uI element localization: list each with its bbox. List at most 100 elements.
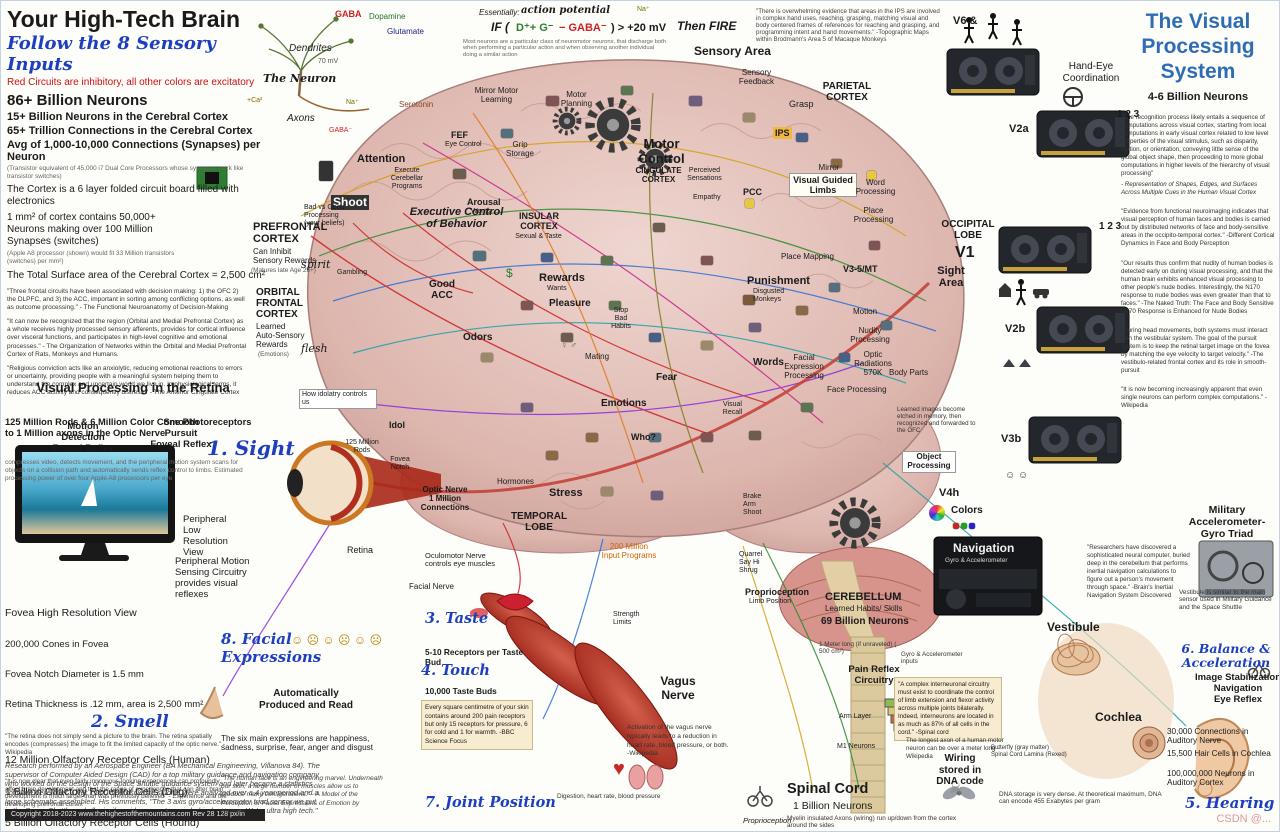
cortex-fact-2: 1 mm² of cortex contains 50,000+ Neurons…: [7, 212, 156, 248]
nose-icon: [199, 686, 224, 719]
military-gyro-label: Military Accelerometer- Gyro Triad: [1188, 504, 1266, 541]
faces-bodies-quote: "Evidence from functional neuroimaging i…: [1121, 208, 1275, 248]
joint-position-title: 7. Joint Position: [425, 794, 556, 811]
gray-matter-butterfly-graphic: [942, 786, 976, 800]
athlete-icon: [1011, 18, 1023, 46]
smell-title: 2. Smell: [91, 712, 169, 733]
navigation-quote: "Researchers have discovered a sophistic…: [1087, 544, 1190, 600]
touch-title: 4. Touch: [421, 662, 490, 680]
research-footer: Research performed by an Aerospace Engin…: [5, 761, 320, 816]
vestibule-note: Vestibule is similar to the main sensor …: [1179, 589, 1272, 611]
dna-note: DNA storage is very dense. At theoretica…: [999, 791, 1162, 806]
pain-reflex-label: Pain Reflex Circuitry: [848, 664, 900, 686]
athlete-icon: [987, 12, 999, 40]
facial-title: 8. Facial Expressions: [221, 630, 322, 666]
religion-quote: "Religious conviction acts like an anxio…: [7, 364, 243, 397]
neurons-total: 86+ Billion Neurons: [7, 92, 148, 109]
retina-title: Visual Processing in the Retina: [36, 380, 230, 396]
taste-fact-2: 10,000 Taste Buds: [425, 685, 497, 696]
orbital-quote: "It can now be recognized that the regio…: [7, 318, 247, 358]
poster-subtitle: Follow the 8 Sensory Inputs: [7, 33, 216, 75]
recognition-quote: "The recognition process likely entails …: [1121, 113, 1270, 177]
experience-quote: "It is now clear that even fairly innocu…: [5, 777, 227, 809]
processor-chip-graphic: [196, 166, 228, 190]
steering-wheel-icon: [1063, 87, 1083, 107]
nudity-quote: "Our results thus confirm that nudity of…: [1121, 259, 1274, 315]
retina-thickness-label: Retina Thickness is .12 mm, area is 2,50…: [5, 699, 204, 711]
facial-sub: Automatically Produced and Read: [259, 688, 353, 711]
stat-cortex-neurons: 15+ Billion Neurons in the Cerebral Cort…: [7, 111, 228, 123]
hearing-fact-1: 30,000 Connections in Auditory Nerve: [1167, 727, 1249, 746]
bicycle-icon: [1247, 660, 1271, 679]
smooth-pursuit-label: Smooth Pursuit Foveal Reflex: [150, 417, 212, 450]
facial-expressions-section: 8. Facial Expressions Automatically Prod…: [221, 613, 391, 831]
decision-quote: "Three frontal circuits have been associ…: [7, 287, 245, 311]
spinal-cord-title: Spinal Cord: [787, 781, 869, 797]
cortex-fact-3: The Total Surface area of the Cerebral C…: [7, 269, 266, 281]
retina-quote: "The retina does not simply send a pictu…: [5, 732, 225, 756]
m1-neurons-label: M1 Neurons: [837, 743, 876, 750]
gpu-card: [1028, 416, 1122, 464]
fovea-section: Fovea High Resolution View 200,000 Cones…: [5, 589, 230, 828]
myelin-note: Myelin insulated Axons (wiring) run up/d…: [787, 815, 957, 830]
vagus-quote: Activation of the vagus nerve typically …: [627, 724, 729, 758]
color-wheel-icon: [929, 505, 945, 521]
sight-title: 1. Sight: [207, 436, 295, 460]
monitor-graphic: [15, 445, 175, 561]
eye-graphic: [287, 440, 441, 526]
spinal-cord-neurons: 1 Billion Neurons: [793, 800, 873, 812]
spine-graphic: [850, 636, 886, 814]
pain-quote: "A complex interneuronal circuitry must …: [894, 677, 1002, 742]
taste-fact-1: 5-10 Receptors per Taste Bud: [425, 647, 524, 667]
vestibular-graphic: [1038, 623, 1174, 779]
muscle-graphic: [480, 592, 678, 770]
retina-section: Visual Processing in the Retina 125 Mill…: [5, 363, 261, 501]
fovea-cones-label: 200,000 Cones in Fovea: [5, 638, 109, 650]
ear-icon: [1194, 718, 1250, 799]
fovea-view-label: Fovea High Resolution View: [5, 607, 137, 620]
watermark: CSDN @...: [1216, 813, 1271, 825]
gpu-card: [1036, 110, 1130, 158]
stat-synapses: Avg of 1,000-10,000 Connections (Synapse…: [7, 139, 261, 163]
single-neuron-quote: "It is now becoming increasingly apparen…: [1121, 386, 1267, 410]
gpu-card: [998, 226, 1092, 274]
lungs-icon: [628, 764, 664, 790]
taste-title: 3. Taste: [425, 610, 489, 628]
vestibular-quote: "During head movements, both systems mus…: [1121, 326, 1270, 375]
hearing-fact-2: 15,500 Hair Cells in Cochlea: [1167, 749, 1271, 758]
taste-section: 3. Taste 5-10 Receptors per Taste Bud 10…: [425, 593, 539, 715]
bicycle-icon: [747, 786, 773, 807]
right-neurons: 4-6 Billion Neurons: [1147, 90, 1249, 103]
peripheral-circuitry-label: Peripheral Motion Sensing Circuitry prov…: [175, 556, 250, 600]
image-stabilization-label: Image Stabilization Navigation Eye Refle…: [1194, 672, 1280, 705]
balance-title: 6. Balance & Acceleration: [1181, 641, 1271, 671]
arm-layer-label: Arm Layer: [839, 713, 872, 720]
left-column: Your High-Tech Brain Follow the 8 Sensor…: [7, 6, 267, 397]
cochlea-label: Cochlea: [1095, 710, 1142, 724]
right-column: The Visual Processing System 4-6 Billion…: [1121, 9, 1275, 411]
smell-fact-human: 12 Million Olfactory Receptor Cells (Hum…: [5, 754, 210, 767]
facial-note: The six main expressions are happiness, …: [221, 733, 374, 753]
cortex-fact-1: The Cortex is a 6 layer folded circuit b…: [7, 184, 239, 208]
poster-title: Your High-Tech Brain: [7, 6, 240, 32]
axon-quote: The longest axon of a human motor neuron…: [906, 737, 1004, 761]
gyro-triad-graphic: [1198, 540, 1274, 598]
smell-section: 2. Smell 12 Million Olfactory Receptor C…: [5, 695, 255, 831]
cortex-note: (Apple A8 processor (shown) would fit 33…: [7, 250, 175, 266]
recognition-quote-src: - Representation of Shapes, Edges, and S…: [1121, 181, 1258, 197]
vagus-section: Vagus Nerve Activation of the vagus nerv…: [627, 657, 729, 777]
tongue-icon: [470, 608, 488, 618]
neuron-tree-graphic: [258, 16, 370, 112]
digestion-label: Digestion, heart rate, blood pressure: [557, 793, 661, 800]
shape-pictograms: [1003, 359, 1031, 367]
peripheral-view-label: Peripheral Low Resolution View: [183, 514, 228, 558]
facial-quote: "The human face is an engineering marvel…: [221, 774, 383, 815]
wiring-dna-label: Wiring stored in DNA code: [936, 753, 984, 787]
retina-note: compresses video, detects movement, and …: [5, 459, 243, 482]
lips-icon: [496, 593, 534, 611]
vagus-title: Vagus Nerve: [660, 674, 696, 703]
stat-connections: 65+ Trillion Connections in the Cerebral…: [7, 125, 253, 137]
right-panel-title: The Visual Processing System: [1141, 10, 1255, 84]
gpu-card: [1036, 306, 1130, 354]
